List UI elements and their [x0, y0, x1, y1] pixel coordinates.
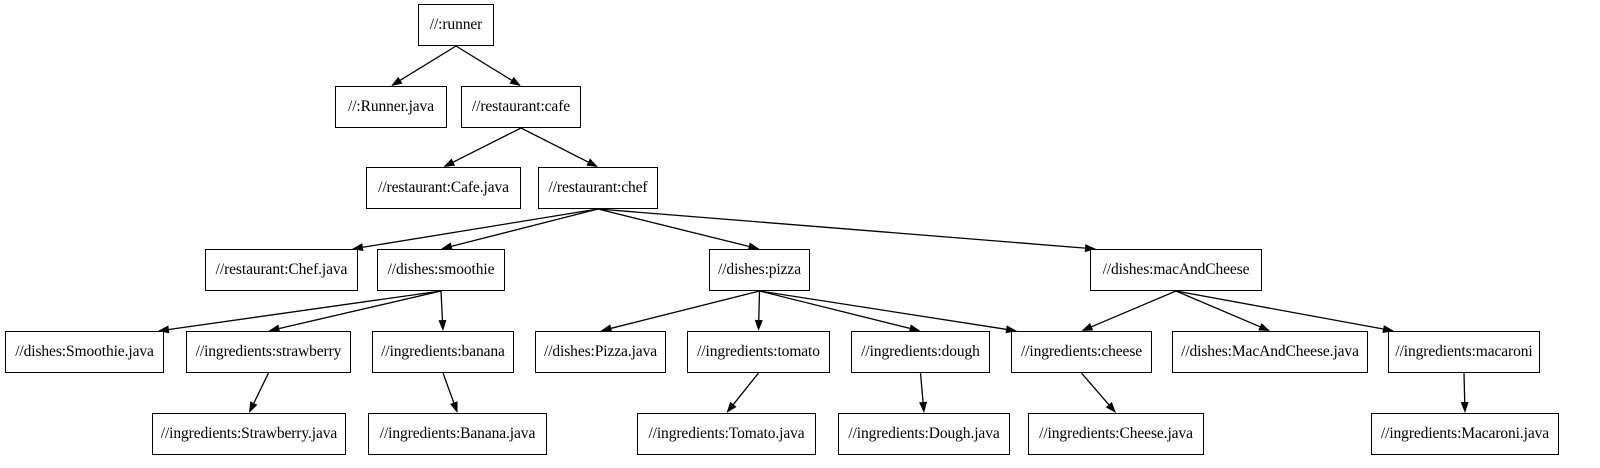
graph-node-label: //ingredients:dough: [861, 343, 980, 361]
graph-node-label: //ingredients:banana: [381, 343, 505, 361]
graph-node-ing_tomato[interactable]: //ingredients:tomato: [687, 331, 830, 373]
graph-node-restaurant_cafe[interactable]: //restaurant:cafe: [461, 86, 581, 128]
graph-node-ing_cheese_java[interactable]: //ingredients:Cheese.java: [1028, 413, 1204, 455]
graph-node-label: //ingredients:macaroni: [1395, 343, 1533, 361]
graph-node-label: //ingredients:Dough.java: [848, 425, 1000, 443]
graph-node-restaurant_cafe_java[interactable]: //restaurant:Cafe.java: [366, 167, 521, 209]
graph-node-dishes_pizza_java[interactable]: //dishes:Pizza.java: [535, 331, 666, 373]
graph-node-ing_dough_java[interactable]: //ingredients:Dough.java: [838, 413, 1010, 455]
graph-node-ing_strawberry_java[interactable]: //ingredients:Strawberry.java: [152, 413, 346, 455]
graph-node-dishes_macandcheese[interactable]: //dishes:macAndCheese: [1090, 249, 1262, 291]
graph-node-label: //dishes:smoothie: [387, 261, 495, 279]
graph-node-label: //:runner: [429, 16, 483, 34]
graph-node-label: //:Runner.java: [348, 98, 434, 116]
graph-node-label: //ingredients:Cheese.java: [1039, 425, 1193, 443]
graph-node-label: //dishes:macAndCheese: [1102, 261, 1250, 279]
graph-node-label: //restaurant:Chef.java: [215, 261, 348, 279]
graph-node-restaurant_chef_java[interactable]: //restaurant:Chef.java: [205, 249, 358, 291]
graph-node-label: //ingredients:Banana.java: [379, 425, 536, 443]
graph-node-label: //dishes:MacAndCheese.java: [1181, 343, 1359, 361]
graph-node-label: //ingredients:strawberry: [195, 343, 342, 361]
graph-node-ing_banana[interactable]: //ingredients:banana: [372, 331, 514, 373]
graph-node-dishes_pizza[interactable]: //dishes:pizza: [709, 249, 810, 291]
graph-node-runner[interactable]: //:runner: [418, 4, 494, 46]
graph-node-label: //ingredients:tomato: [697, 343, 820, 361]
graph-node-ing_banana_java[interactable]: //ingredients:Banana.java: [368, 413, 547, 455]
graph-node-ing_cheese[interactable]: //ingredients:cheese: [1011, 331, 1152, 373]
graph-node-label: //restaurant:cafe: [471, 98, 571, 116]
graph-node-ing_macaroni[interactable]: //ingredients:macaroni: [1388, 331, 1540, 373]
graph-node-dishes_macandcheese_java[interactable]: //dishes:MacAndCheese.java: [1172, 331, 1368, 373]
graph-node-label: //restaurant:chef: [548, 179, 648, 197]
graph-node-ing_tomato_java[interactable]: //ingredients:Tomato.java: [637, 413, 816, 455]
graph-node-ing_macaroni_java[interactable]: //ingredients:Macaroni.java: [1371, 413, 1559, 455]
graph-node-dishes_smoothie[interactable]: //dishes:smoothie: [377, 249, 505, 291]
graph-node-label: //ingredients:cheese: [1020, 343, 1143, 361]
graph-node-restaurant_chef[interactable]: //restaurant:chef: [538, 167, 658, 209]
graph-node-dishes_smoothie_java[interactable]: //dishes:Smoothie.java: [5, 331, 164, 373]
graph-node-label: //ingredients:Macaroni.java: [1380, 425, 1550, 443]
graph-node-label: //dishes:pizza: [718, 261, 801, 279]
graph-node-label: //dishes:Smoothie.java: [15, 343, 154, 361]
graph-node-label: //dishes:Pizza.java: [543, 343, 658, 361]
graph-node-label: //ingredients:Strawberry.java: [160, 425, 338, 443]
graph-node-runner_java[interactable]: //:Runner.java: [335, 86, 447, 128]
graph-node-ing_dough[interactable]: //ingredients:dough: [851, 331, 990, 373]
graph-node-label: //ingredients:Tomato.java: [648, 425, 805, 443]
graph-node-ing_strawberry[interactable]: //ingredients:strawberry: [186, 331, 351, 373]
graph-node-label: //restaurant:Cafe.java: [378, 179, 509, 197]
